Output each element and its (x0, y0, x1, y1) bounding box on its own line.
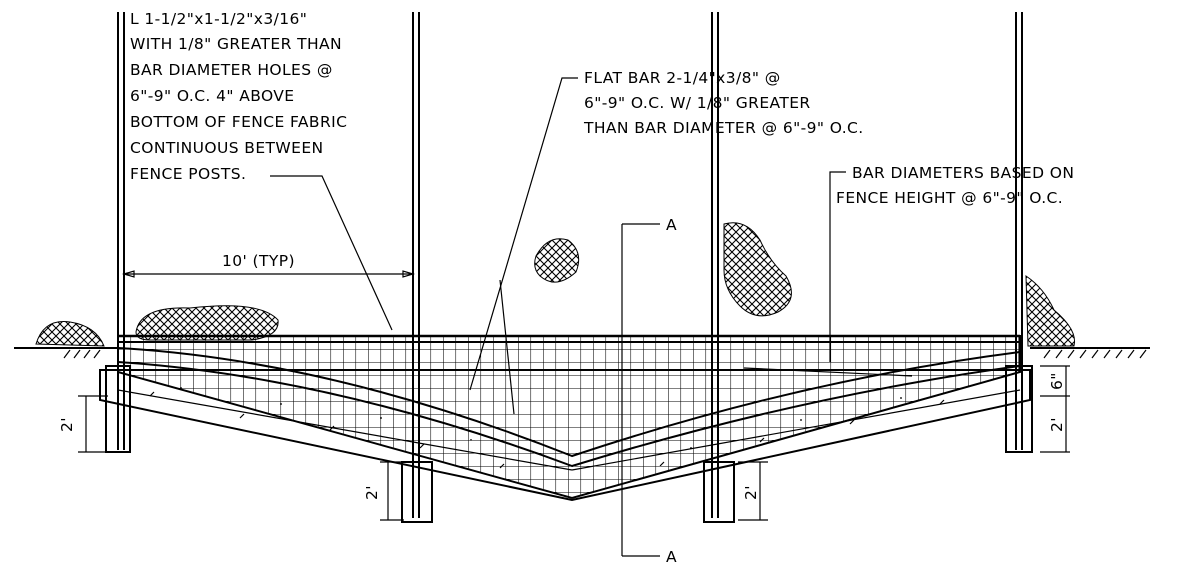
vegetation-blob (1025, 275, 1076, 347)
dimension-footing-mid-left: 2' (363, 461, 404, 521)
note-line: FLAT BAR 2-1/4"x3/8" @ (584, 69, 781, 87)
dimension-label: 2' (742, 485, 760, 500)
note-line: FENCE POSTS. (130, 165, 246, 183)
note-line: 6"-9" O.C. W/ 1/8" GREATER (584, 94, 811, 112)
flat-bar-note: FLAT BAR 2-1/4"x3/8" @ 6"-9" O.C. W/ 1/8… (583, 69, 864, 137)
fence-post (401, 12, 433, 523)
dimension-footing-mid-right: 2' (738, 461, 768, 521)
note-line: BAR DIAMETERS BASED ON (852, 164, 1074, 182)
section-label-bottom: A (666, 548, 677, 564)
vegetation-blob (723, 222, 792, 317)
angle-rail-note: L 1-1/2"x1-1/2"x3/16" WITH 1/8" GREATER … (130, 10, 347, 183)
section-label-top: A (666, 216, 677, 234)
fence-fabric (117, 335, 1021, 500)
bar-diameter-note: BAR DIAMETERS BASED ON FENCE HEIGHT @ 6"… (836, 164, 1074, 207)
leader-lines (270, 77, 913, 415)
dimension-label: 2' (363, 485, 381, 500)
vegetation-blob (534, 238, 580, 283)
note-line: WITH 1/8" GREATER THAN (130, 35, 342, 53)
dimension-footing-left: 2' (58, 395, 108, 453)
note-line: FENCE HEIGHT @ 6"-9" O.C. (836, 189, 1063, 207)
note-line: CONTINUOUS BETWEEN (130, 139, 324, 157)
note-line: BOTTOM OF FENCE FABRIC (130, 113, 347, 131)
fence-post (1005, 12, 1033, 453)
dimension-post-spacing: 10' (TYP) (121, 252, 416, 278)
fence-posts (105, 12, 1033, 523)
note-line: THAN BAR DIAMETER @ 6"-9" O.C. (583, 119, 864, 137)
vegetation-blob (35, 320, 105, 347)
fence-post (105, 12, 131, 453)
dimension-label: 6" (1048, 372, 1066, 390)
note-line: 6"-9" O.C. 4" ABOVE (130, 87, 295, 105)
dimension-label: 10' (TYP) (222, 252, 295, 270)
fence-post (703, 12, 735, 523)
note-line: BAR DIAMETER HOLES @ (130, 61, 333, 79)
dimension-right-side: 6" 2' (1040, 365, 1070, 453)
dimension-label: 2' (58, 417, 76, 432)
note-line: L 1-1/2"x1-1/2"x3/16" (130, 10, 307, 28)
angle-rail (118, 334, 1020, 343)
vegetation-hatch (35, 222, 1076, 347)
ground-line (14, 347, 1150, 359)
dimension-label: 2' (1048, 417, 1066, 432)
section-cut-a: A A (621, 216, 677, 564)
